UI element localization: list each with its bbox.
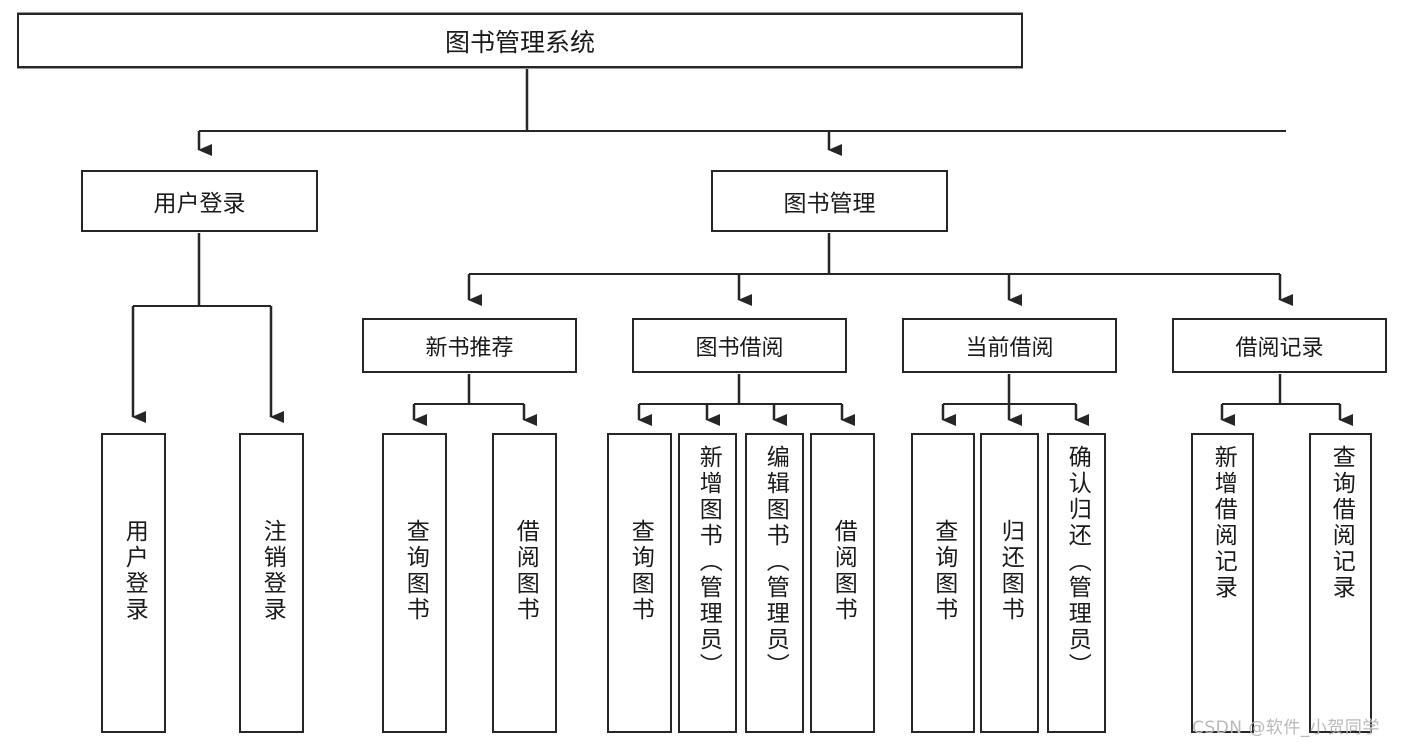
leaf-add-record[interactable]: 新增借阅记录 [1191, 433, 1254, 733]
node-book-borrow[interactable]: 图书借阅 [632, 318, 847, 373]
leaf-query-book-2-label: 查询图书 [627, 519, 654, 623]
watermark-text: CSDN @软件_小贺同学 [1192, 718, 1380, 738]
leaf-return-book-label: 归还图书 [997, 519, 1024, 623]
leaf-confirm-return-label: 确认归还（管理员） [1064, 445, 1091, 679]
node-root-label: 图书管理系统 [444, 27, 595, 57]
leaf-borrow-book-1-label: 借阅图书 [512, 519, 539, 623]
node-new-book-recommend-label: 新书推荐 [425, 335, 514, 361]
leaf-query-book-3-label: 查询图书 [930, 519, 957, 623]
leaf-user-login-label: 用户登录 [121, 519, 148, 623]
node-book-borrow-label: 图书借阅 [695, 335, 784, 361]
leaf-query-book-3[interactable]: 查询图书 [911, 433, 975, 733]
node-user-login-label: 用户登录 [153, 191, 246, 217]
node-root[interactable]: 图书管理系统 [17, 13, 1023, 68]
node-borrow-record[interactable]: 借阅记录 [1172, 318, 1387, 373]
leaf-user-login[interactable]: 用户登录 [101, 433, 166, 733]
leaf-query-record-label: 查询借阅记录 [1328, 445, 1355, 601]
leaf-query-book-1-label: 查询图书 [402, 519, 429, 623]
leaf-add-book-label: 新增图书（管理员） [695, 445, 722, 679]
leaf-query-book-2[interactable]: 查询图书 [607, 433, 672, 733]
leaf-logout-login-label: 注销登录 [259, 519, 286, 623]
leaf-add-book[interactable]: 新增图书（管理员） [678, 433, 737, 733]
leaf-confirm-return[interactable]: 确认归还（管理员） [1047, 433, 1106, 733]
node-user-login[interactable]: 用户登录 [81, 170, 318, 232]
leaf-return-book[interactable]: 归还图书 [980, 433, 1039, 733]
leaf-edit-book[interactable]: 编辑图书（管理员） [745, 433, 804, 733]
node-book-management-label: 图书管理 [783, 191, 876, 217]
leaf-borrow-book-1[interactable]: 借阅图书 [492, 433, 557, 733]
leaf-query-book-1[interactable]: 查询图书 [382, 433, 447, 733]
node-current-borrow[interactable]: 当前借阅 [902, 318, 1117, 373]
leaf-edit-book-label: 编辑图书（管理员） [762, 445, 789, 679]
leaf-add-record-label: 新增借阅记录 [1210, 445, 1237, 601]
node-borrow-record-label: 借阅记录 [1235, 335, 1324, 361]
node-current-borrow-label: 当前借阅 [965, 335, 1054, 361]
node-book-management[interactable]: 图书管理 [711, 170, 948, 232]
leaf-borrow-book-2[interactable]: 借阅图书 [810, 433, 875, 733]
leaf-query-record[interactable]: 查询借阅记录 [1309, 433, 1372, 733]
node-new-book-recommend[interactable]: 新书推荐 [362, 318, 577, 373]
leaf-logout-login[interactable]: 注销登录 [239, 433, 304, 733]
leaf-borrow-book-2-label: 借阅图书 [830, 519, 857, 623]
